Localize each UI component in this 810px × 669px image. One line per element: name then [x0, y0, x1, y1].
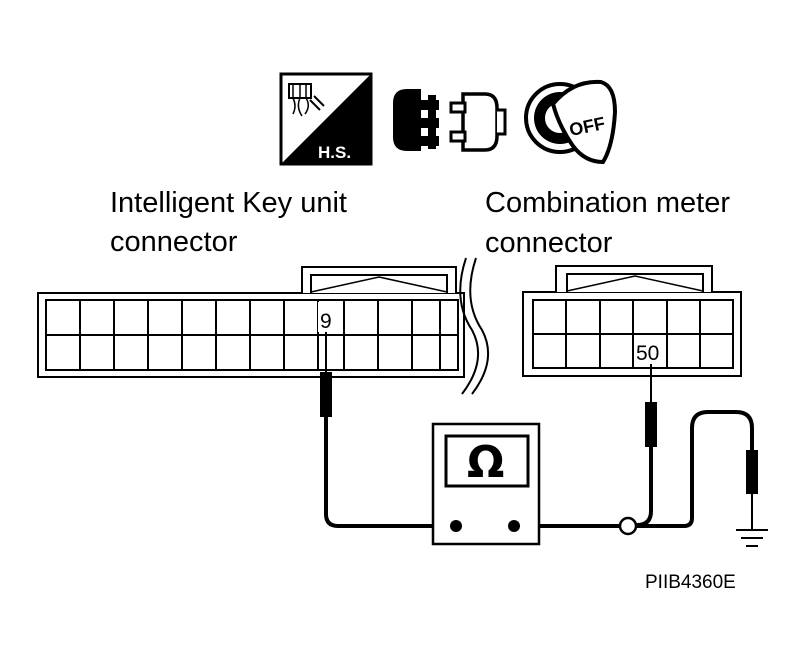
right-connector-label-line2: connector	[485, 227, 613, 259]
left-connector-label-line2: connector	[110, 226, 238, 258]
left-connector-label-line1: Intelligent Key unit	[110, 187, 347, 219]
disconnect-connector-icon	[393, 89, 507, 152]
ground-symbol	[736, 529, 768, 547]
intelligent-key-unit-connector: 9	[37, 257, 489, 395]
ohmmeter: Ω	[431, 422, 541, 546]
ohm-symbol: Ω	[467, 437, 504, 488]
left-pin-number: 9	[320, 310, 332, 333]
harness-icon-label: H.S.	[318, 143, 351, 162]
right-connector-label-line1: Combination meter	[485, 187, 730, 219]
figure-code: PIIB4360E	[645, 572, 736, 593]
ignition-off-icon: OFF	[524, 79, 618, 165]
harness-connector-icon: H.S.	[279, 72, 373, 166]
combination-meter-connector: 50	[522, 265, 742, 377]
left-probe	[320, 332, 456, 528]
right-pin-number: 50	[636, 342, 659, 365]
right-probe	[516, 364, 758, 536]
